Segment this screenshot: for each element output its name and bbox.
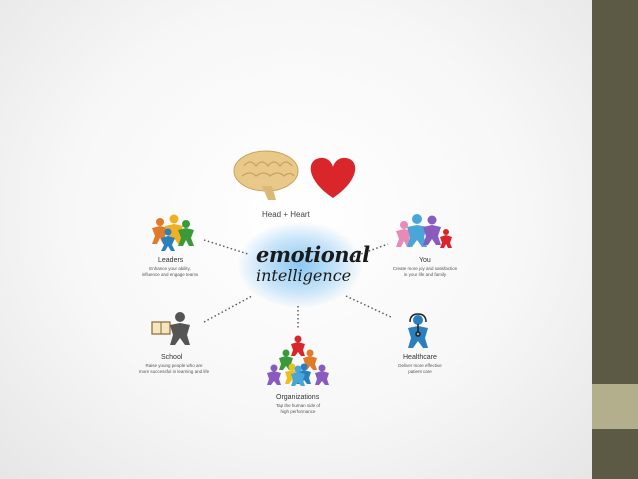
school-title: School: [161, 354, 183, 361]
you-description: Create more joy and satisfaction in your…: [380, 266, 470, 277]
school-desc-line: Raise young people who are: [145, 363, 203, 368]
healthcare-doctor-icon: [408, 315, 428, 348]
you-family-icon: [396, 214, 452, 248]
school-desc-line: more successful in learning and life: [138, 368, 210, 374]
you-desc-line: in your life and family: [403, 271, 447, 277]
leaders-desc-line: Enhance your ability,: [149, 266, 191, 271]
connector-school: [203, 295, 253, 323]
leaders-description: Enhance your ability, influence and enga…: [130, 266, 210, 277]
healthcare-desc-line: Deliver more effective: [398, 363, 442, 368]
head-heart-label: Head + Heart: [262, 210, 310, 219]
organizations-desc-line: Tap the human side of: [275, 403, 321, 408]
healthcare-description: Deliver more effective patient care: [382, 363, 458, 374]
connector-healthcare: [345, 295, 394, 319]
stethoscope-icon: [409, 313, 427, 337]
brain-icon: [233, 150, 299, 200]
leaders-title: Leaders: [158, 257, 184, 264]
school-description: Raise young people who are more successf…: [126, 363, 222, 374]
diagram-graphics: [151, 150, 452, 386]
emotional-text: emotional: [256, 242, 370, 267]
leaders-people-icon: [152, 214, 194, 251]
organizations-pyramid-icon: [267, 335, 329, 386]
intelligence-text: intelligence: [256, 266, 352, 285]
school-student-icon: [170, 312, 190, 345]
healthcare-title: Healthcare: [403, 354, 437, 361]
sidebar-dark-bottom: [592, 429, 638, 479]
sidebar-dark-panel: [592, 0, 638, 384]
leaders-desc-line: influence and engage teams: [141, 271, 199, 277]
organizations-desc-line: high performance: [280, 408, 316, 414]
healthcare-desc-line: patient care: [408, 368, 432, 374]
school-book-icon: [151, 321, 171, 335]
center-glow: [238, 222, 362, 308]
connector-you: [349, 243, 389, 259]
organizations-title: Organizations: [276, 394, 320, 401]
sidebar-accent-block: [592, 384, 638, 429]
you-title: You: [419, 257, 431, 264]
you-desc-line: Create more joy and satisfaction: [392, 266, 458, 271]
organizations-description: Tap the human side of high performance: [260, 403, 336, 414]
connector-leaders: [203, 239, 249, 255]
heart-icon: [310, 157, 356, 198]
